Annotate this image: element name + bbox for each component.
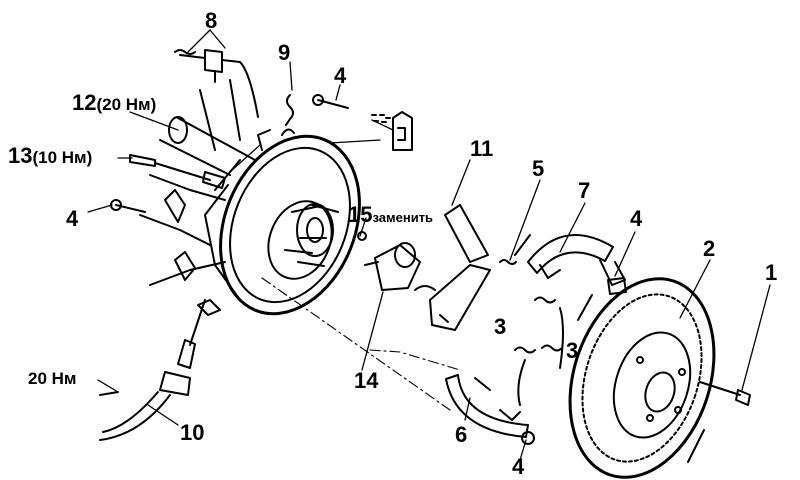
drum-screw xyxy=(699,381,751,406)
callout-12-number: 12 xyxy=(72,90,97,115)
callout-10: 10 xyxy=(180,420,205,445)
brake-drum xyxy=(568,277,716,479)
leader-lines xyxy=(87,29,771,461)
adjuster-wheel xyxy=(168,116,256,161)
callout-8: 8 xyxy=(205,8,218,33)
callout-5: 5 xyxy=(532,156,545,181)
brake-hose xyxy=(99,299,221,441)
callout-4-top: 4 xyxy=(334,63,347,88)
callout-13-number: 13 xyxy=(8,143,33,168)
callout-4-left: 4 xyxy=(66,206,79,231)
brake-shoe-lower xyxy=(445,374,535,445)
axle-housing xyxy=(139,79,241,286)
return-spring xyxy=(499,234,531,265)
callout-12-torque: (20 Нм) xyxy=(96,95,157,114)
callout-15-note: заменить xyxy=(372,210,434,225)
nut-right xyxy=(607,277,627,295)
bleeder-assembly xyxy=(174,49,259,118)
backing-plate xyxy=(204,129,361,316)
callout-7: 7 xyxy=(578,178,591,203)
callout-15: 15заменить xyxy=(348,204,433,226)
spring-clip xyxy=(281,94,295,136)
callout-2: 2 xyxy=(703,236,716,261)
callout-1: 1 xyxy=(765,260,778,285)
hub-flange xyxy=(284,203,339,267)
callout-4-right: 4 xyxy=(630,206,643,231)
callout-14: 14 xyxy=(354,368,379,393)
callout-3-left: 3 xyxy=(494,314,507,339)
callout-3-right: 3 xyxy=(566,338,579,363)
callout-6: 6 xyxy=(455,422,468,447)
brake-shoe-upper xyxy=(527,234,626,286)
callout-4-bottom: 4 xyxy=(512,454,525,479)
callout-9: 9 xyxy=(278,40,291,65)
callout-15-number: 15 xyxy=(348,202,373,227)
callout-11: 11 xyxy=(470,136,494,161)
parking-lever xyxy=(414,204,491,331)
callout-13-torque: (10 Нм) xyxy=(32,148,93,167)
note-symbol xyxy=(371,111,413,151)
torque-label-hose-bolt: 20 Нм xyxy=(28,369,77,388)
wheel-cylinder xyxy=(357,231,421,291)
callout-12: 12(20 Нм) xyxy=(72,92,156,114)
assembly-axis xyxy=(261,277,461,411)
bolt-13 xyxy=(129,154,226,189)
hold-down-springs xyxy=(514,296,564,406)
callout-13: 13(10 Нм) xyxy=(8,145,92,167)
